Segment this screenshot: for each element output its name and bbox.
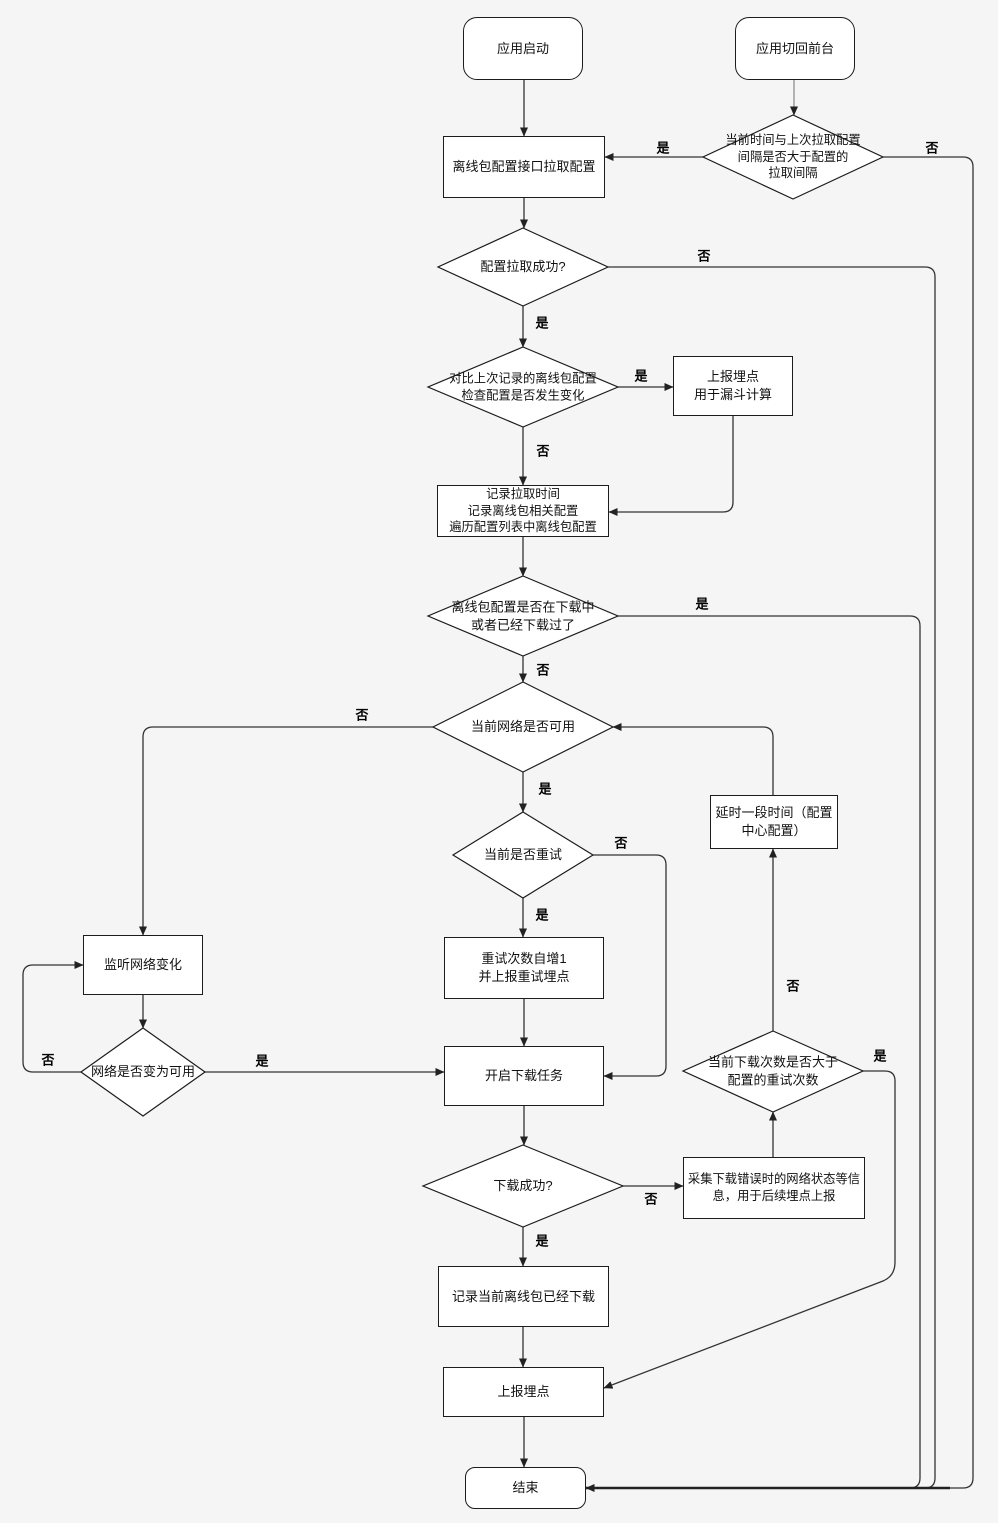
edge-label-download-count-no: 否: [786, 978, 800, 994]
node-app-start-label: 应用启动: [496, 40, 549, 56]
node-collect-error-label: 采集下载错误时的网络状态等信 息，用于后续埋点上报: [687, 1172, 861, 1203]
edge-label-pull-success-no: 否: [697, 248, 711, 264]
edge-downloadcountcheck-yes-to-reporttrack: [603, 1070, 896, 1389]
edge-funnel-to-recordpull: [608, 416, 734, 516]
edge-label-interval-yes: 是: [656, 140, 670, 156]
edge-label-compare-no: 否: [536, 443, 550, 459]
edge-retrycheck-no-to-startdownload: [593, 854, 667, 1080]
node-record-downloaded-label: 记录当前离线包已经下载: [451, 1288, 595, 1304]
node-report-funnel: 上报埋点 用于漏斗计算: [673, 356, 793, 416]
node-record-downloaded: 记录当前离线包已经下载: [438, 1266, 609, 1327]
node-start-download: 开启下载任务: [444, 1046, 604, 1106]
decision-retry-check-shape: [451, 811, 595, 899]
decision-compare-config-shape: [426, 346, 620, 428]
node-app-foreground: 应用切回前台: [735, 17, 855, 80]
edge-label-retry-no: 否: [614, 835, 628, 851]
node-report-track-label: 上报埋点: [497, 1384, 550, 1400]
node-end-label: 结束: [512, 1480, 539, 1496]
edge-label-interval-no: 否: [925, 140, 939, 156]
edge-label-network-available-no: 否: [41, 1052, 55, 1068]
node-collect-error: 采集下载错误时的网络状态等信 息，用于后续埋点上报: [683, 1157, 865, 1219]
edge-label-downloaded-no: 否: [536, 662, 550, 678]
node-pull-config-label: 离线包配置接口拉取配置: [452, 159, 596, 175]
decision-download-success-label: 下载成功?: [493, 1178, 553, 1194]
edge-delay-to-networkcheck: [612, 723, 774, 795]
decision-download-success-shape: [421, 1144, 625, 1228]
decision-network-available-shape: [79, 1027, 207, 1117]
node-end: 结束: [465, 1467, 586, 1509]
edge-label-downloaded-yes: 是: [695, 596, 709, 612]
edge-label-network-available-yes: 是: [255, 1053, 269, 1069]
decision-retry-check-label: 当前是否重试: [483, 847, 562, 863]
node-delay: 延时一段时间（配置 中心配置）: [710, 795, 838, 849]
decision-network-available-label: 网络是否变为可用: [90, 1064, 195, 1080]
edge-label-network-yes: 是: [538, 781, 552, 797]
edge-intervalcheck-no-to-end: [883, 156, 974, 1489]
edge-label-download-success-no: 否: [644, 1191, 658, 1207]
edge-label-download-count-yes: 是: [873, 1048, 887, 1064]
decision-pull-success-label: 配置拉取成功?: [480, 259, 566, 275]
edge-networkavailable-no-loop-to-listen: [22, 961, 84, 1073]
edge-label-network-no: 否: [355, 707, 369, 723]
edge-networkcheck-no-to-listen: [139, 726, 433, 936]
decision-downloaded-check-shape: [426, 575, 620, 657]
edge-label-download-success-yes: 是: [535, 1233, 549, 1249]
node-delay-label: 延时一段时间（配置 中心配置）: [715, 805, 833, 838]
edge-pullsuccess-no-to-end: [608, 266, 936, 1489]
decision-interval-check-label: 当前时间与上次拉取配置 间隔是否大于配置的 拉取间隔: [725, 133, 861, 181]
node-record-pull: 记录拉取时间 记录离线包相关配置 遍历配置列表中离线包配置: [437, 485, 609, 537]
decision-pull-success-shape: [436, 227, 610, 307]
edge-label-retry-yes: 是: [535, 907, 549, 923]
node-retry-inc: 重试次数自增1 并上报重试埋点: [444, 937, 604, 999]
decision-network-check-shape: [431, 681, 615, 773]
node-app-start: 应用启动: [463, 17, 583, 80]
decision-interval-check-shape: [701, 114, 885, 200]
node-listen-network: 监听网络变化: [83, 935, 203, 995]
node-retry-inc-label: 重试次数自增1 并上报重试埋点: [478, 951, 570, 984]
decision-compare-config-label: 对比上次记录的离线包配置 检查配置是否发生变化: [449, 371, 597, 402]
node-start-download-label: 开启下载任务: [484, 1068, 563, 1084]
decision-download-count-check-shape: [681, 1030, 865, 1113]
edge-label-compare-yes: 是: [634, 368, 648, 384]
node-listen-network-label: 监听网络变化: [103, 957, 182, 973]
node-pull-config: 离线包配置接口拉取配置: [443, 136, 605, 198]
node-report-funnel-label: 上报埋点 用于漏斗计算: [693, 369, 772, 402]
decision-downloaded-check-label: 离线包配置是否在下载中 或者已经下载过了: [451, 599, 595, 632]
decision-network-check-label: 当前网络是否可用: [470, 719, 575, 735]
edge-label-pull-success-yes: 是: [535, 315, 549, 331]
node-report-track: 上报埋点: [443, 1367, 604, 1417]
decision-download-count-check-label: 当前下载次数是否大于 配置的重试次数: [707, 1054, 838, 1087]
node-app-foreground-label: 应用切回前台: [755, 40, 834, 56]
node-record-pull-label: 记录拉取时间 记录离线包相关配置 遍历配置列表中离线包配置: [449, 487, 597, 535]
